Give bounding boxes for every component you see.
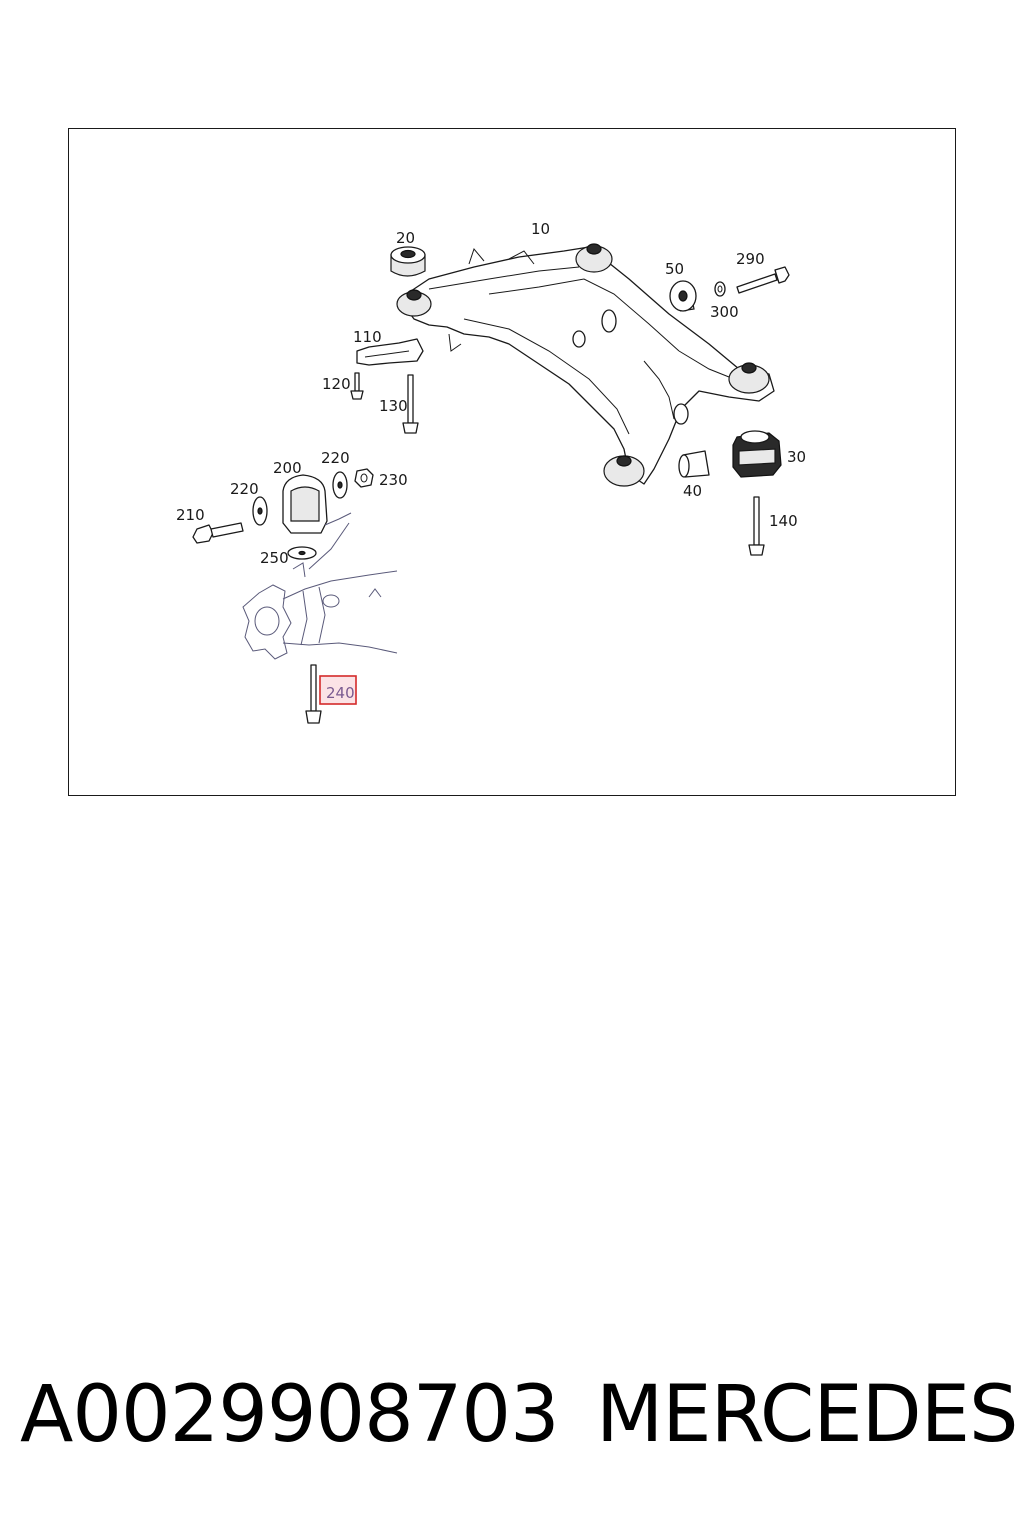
- callout-40: 40: [683, 482, 702, 500]
- part-230-nut: [354, 468, 374, 488]
- part-40-bushing: [678, 450, 710, 478]
- part-number: A0029908703: [20, 1370, 560, 1460]
- highlight-box-240: [319, 675, 357, 705]
- callout-110: 110: [353, 328, 382, 346]
- callout-130: 130: [379, 397, 408, 415]
- part-240-bolt: [305, 664, 322, 724]
- callout-300: 300: [710, 303, 739, 321]
- differential-housing-outline: [242, 512, 398, 660]
- callout-220-left: 220: [230, 480, 259, 498]
- footer: A0029908703 MERCEDES: [0, 1370, 1024, 1470]
- part-300-washer: [714, 281, 726, 297]
- callout-230: 230: [379, 471, 408, 489]
- part-220-washer-left: [252, 496, 268, 526]
- callout-120: 120: [322, 375, 351, 393]
- part-210-bolt: [192, 522, 244, 544]
- callout-210: 210: [176, 506, 205, 524]
- part-130-bolt: [402, 374, 419, 434]
- callout-250: 250: [260, 549, 289, 567]
- callout-10: 10: [531, 220, 550, 238]
- callout-140: 140: [769, 512, 798, 530]
- part-50-bushing: [669, 280, 697, 312]
- part-220-washer-right: [332, 471, 348, 499]
- part-120-bolt: [350, 372, 364, 400]
- callout-290: 290: [736, 250, 765, 268]
- part-30-engine-mount: [732, 430, 782, 478]
- part-20-bushing: [390, 246, 426, 277]
- callout-50: 50: [665, 260, 684, 278]
- callout-20: 20: [396, 229, 415, 247]
- part-110-bracket: [356, 338, 424, 366]
- part-140-bolt: [748, 496, 765, 556]
- rear-subframe: [396, 243, 775, 487]
- exploded-parts-diagram: 10 20 30 40 50 110 120 130 140 200 210 2…: [176, 220, 806, 724]
- callout-240: 240: [326, 684, 355, 702]
- part-200-mount: [282, 474, 328, 534]
- callout-200: 200: [273, 459, 302, 477]
- callout-30: 30: [787, 448, 806, 466]
- brand-name: MERCEDES: [596, 1370, 1018, 1460]
- part-290-bolt: [736, 266, 790, 294]
- callout-220-right: 220: [321, 449, 350, 467]
- diagram-frame: 10 20 30 40 50 110 120 130 140 200 210 2…: [68, 128, 956, 796]
- part-250-washer: [287, 546, 317, 560]
